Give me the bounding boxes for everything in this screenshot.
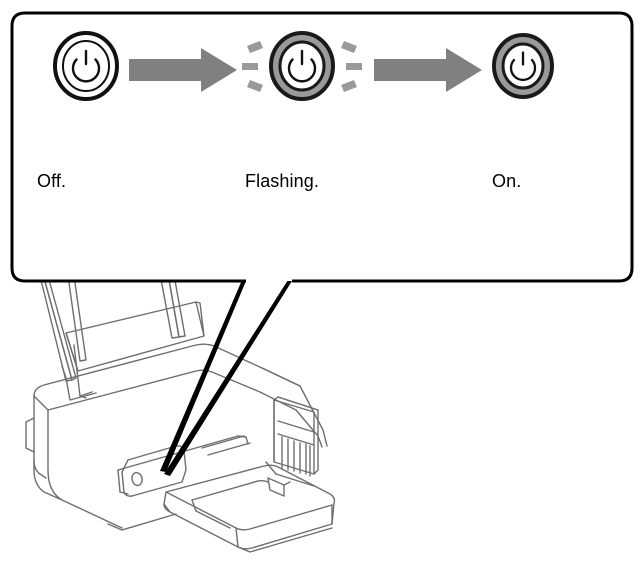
- callout-box-border: [10, 11, 634, 283]
- flash-rays-right: [341, 41, 362, 92]
- arrow-right-icon: [374, 48, 482, 92]
- power-state-sequence: Off. Flashing. On.: [10, 12, 634, 280]
- output-tray: [163, 464, 336, 550]
- paper-stopper: [107, 513, 177, 531]
- power-symbol: [509, 51, 537, 82]
- state-label-off: Off.: [37, 171, 67, 191]
- callout-panel-content: Off. Flashing. On.: [10, 12, 634, 280]
- control-panel: [121, 445, 187, 497]
- power-symbol: [287, 49, 317, 83]
- rear-paper-feeder: [65, 301, 205, 399]
- edge-guide: [61, 365, 97, 401]
- leader-line-left: [160, 280, 246, 472]
- leader-line-right: [164, 280, 292, 476]
- state-label-on: On.: [492, 171, 522, 191]
- flash-rays-left: [242, 41, 263, 92]
- power-symbol: [71, 49, 101, 83]
- arrow-right-icon: [129, 48, 237, 92]
- state-label-flashing: Flashing.: [245, 171, 319, 191]
- power-button-off-icon: [53, 31, 119, 101]
- power-button-on-icon: [492, 33, 554, 99]
- power-button-flashing-icon: [242, 31, 362, 101]
- ink-tank-unit: [265, 396, 319, 487]
- output-tray-lip: [237, 527, 333, 553]
- power-button: [131, 471, 143, 487]
